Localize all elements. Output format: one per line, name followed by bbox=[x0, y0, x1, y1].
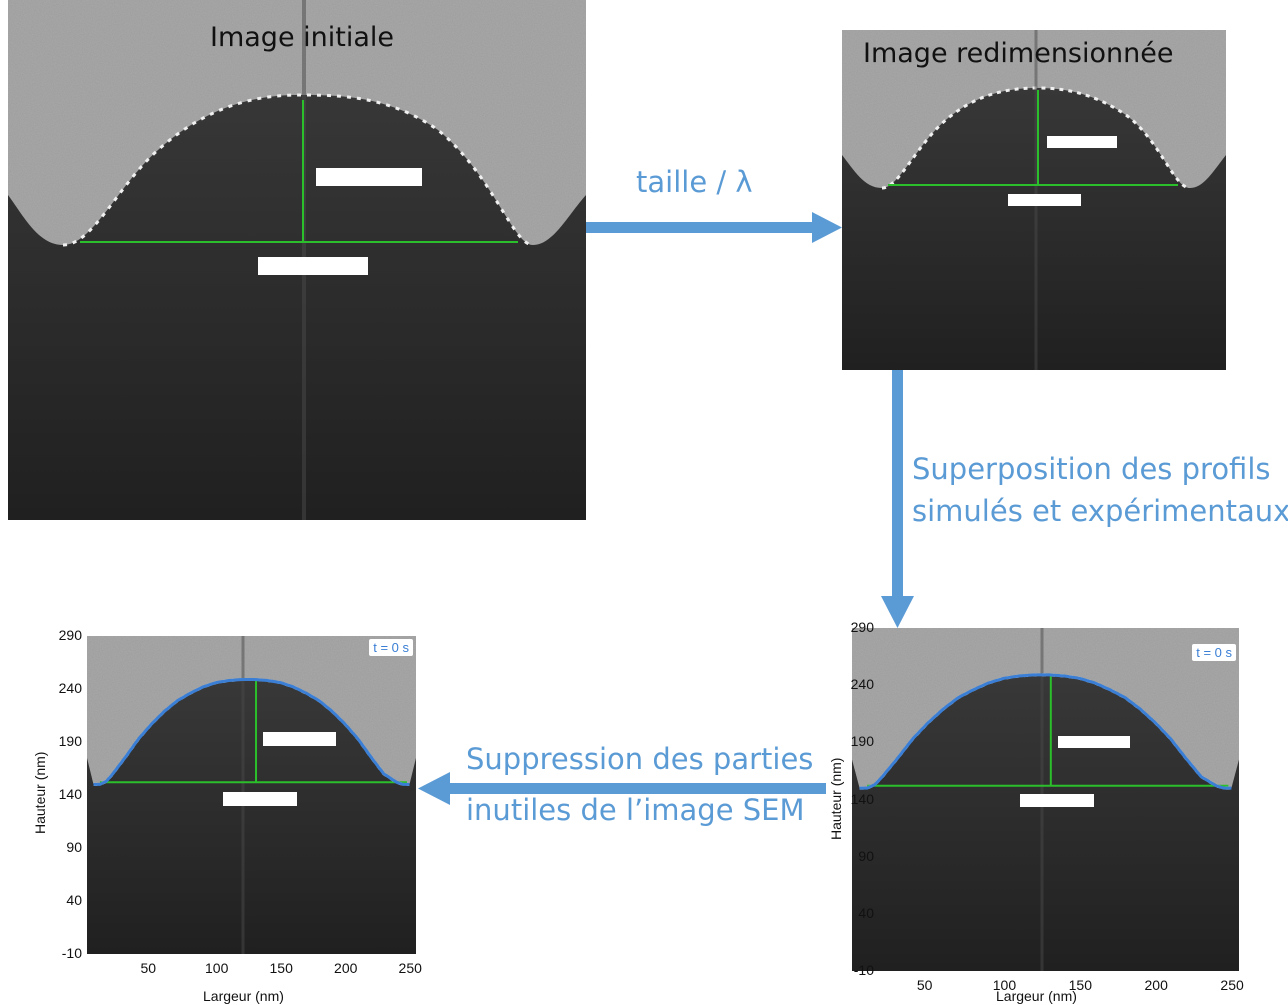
y-tick-label: -10 bbox=[853, 962, 874, 978]
x-tick-label: 200 bbox=[1144, 977, 1168, 993]
y-tick-label: 90 bbox=[858, 847, 874, 864]
y-tick-label: 240 bbox=[850, 676, 874, 693]
time-badge: t = 0 s bbox=[1192, 644, 1236, 661]
y-tick-label: 240 bbox=[58, 680, 82, 696]
x-tick-label: 50 bbox=[916, 977, 933, 993]
y-tick-label: 190 bbox=[850, 733, 874, 750]
y-tick-label: 290 bbox=[850, 619, 874, 635]
width-label-mask bbox=[223, 792, 297, 806]
y-tick-label: 40 bbox=[858, 904, 874, 921]
y-tick-label: 290 bbox=[58, 627, 82, 643]
arrow-overlay bbox=[881, 370, 914, 628]
y-tick-label: 90 bbox=[66, 839, 82, 855]
height-label-mask bbox=[1058, 736, 1130, 748]
cropped-plot-area: t = 0 s bbox=[87, 636, 416, 954]
crop-label-line1: Suppression des parties bbox=[466, 742, 814, 776]
arrow-resize bbox=[586, 212, 842, 243]
x-axis-title: Largeur (nm) bbox=[203, 988, 284, 1004]
height-label-mask bbox=[316, 168, 422, 186]
y-tick-label: 190 bbox=[58, 733, 82, 749]
x-tick-label: 100 bbox=[205, 960, 229, 976]
y-tick-label: -10 bbox=[61, 945, 82, 961]
initial-sem-image: Image initiale bbox=[8, 0, 586, 520]
x-tick-label: 50 bbox=[140, 960, 157, 976]
x-tick-label: 150 bbox=[269, 960, 293, 976]
width-label-mask bbox=[1020, 794, 1094, 807]
overlay-label-line2: simulés et expérimentaux bbox=[912, 494, 1288, 528]
height-label-mask bbox=[1047, 136, 1117, 148]
x-tick-label: 100 bbox=[992, 977, 1017, 993]
x-tick-label: 250 bbox=[1220, 977, 1244, 993]
y-axis-title: Hauteur (nm) bbox=[828, 757, 844, 840]
x-tick-label: 250 bbox=[398, 960, 422, 976]
time-badge: t = 0 s bbox=[369, 639, 413, 656]
y-tick-label: 140 bbox=[58, 786, 82, 802]
x-axis-title: Largeur (nm) bbox=[996, 988, 1077, 1004]
arrow-crop bbox=[418, 772, 826, 805]
overlay-label-line1: Superposition des profils bbox=[912, 452, 1271, 486]
crop-label-line2: inutiles de l’image SEM bbox=[466, 793, 805, 827]
width-label-mask bbox=[258, 257, 368, 275]
y-axis-title: Hauteur (nm) bbox=[32, 751, 48, 834]
scale-label: taille / λ bbox=[636, 165, 753, 199]
initial-image-title: Image initiale bbox=[210, 22, 395, 53]
y-tick-label: 140 bbox=[850, 790, 874, 807]
resized-sem-image: Image redimensionnée bbox=[842, 30, 1226, 370]
overlay-plot-area: t = 0 s bbox=[852, 628, 1239, 971]
y-tick-label: 40 bbox=[66, 892, 82, 908]
x-tick-label: 150 bbox=[1068, 977, 1092, 993]
x-tick-label: 200 bbox=[334, 960, 358, 976]
height-label-mask bbox=[263, 732, 336, 746]
resized-image-title: Image redimensionnée bbox=[863, 38, 1174, 69]
simulated-profile-line bbox=[859, 673, 1232, 790]
simulated-profile-line bbox=[93, 678, 410, 786]
width-label-mask bbox=[1008, 194, 1081, 206]
